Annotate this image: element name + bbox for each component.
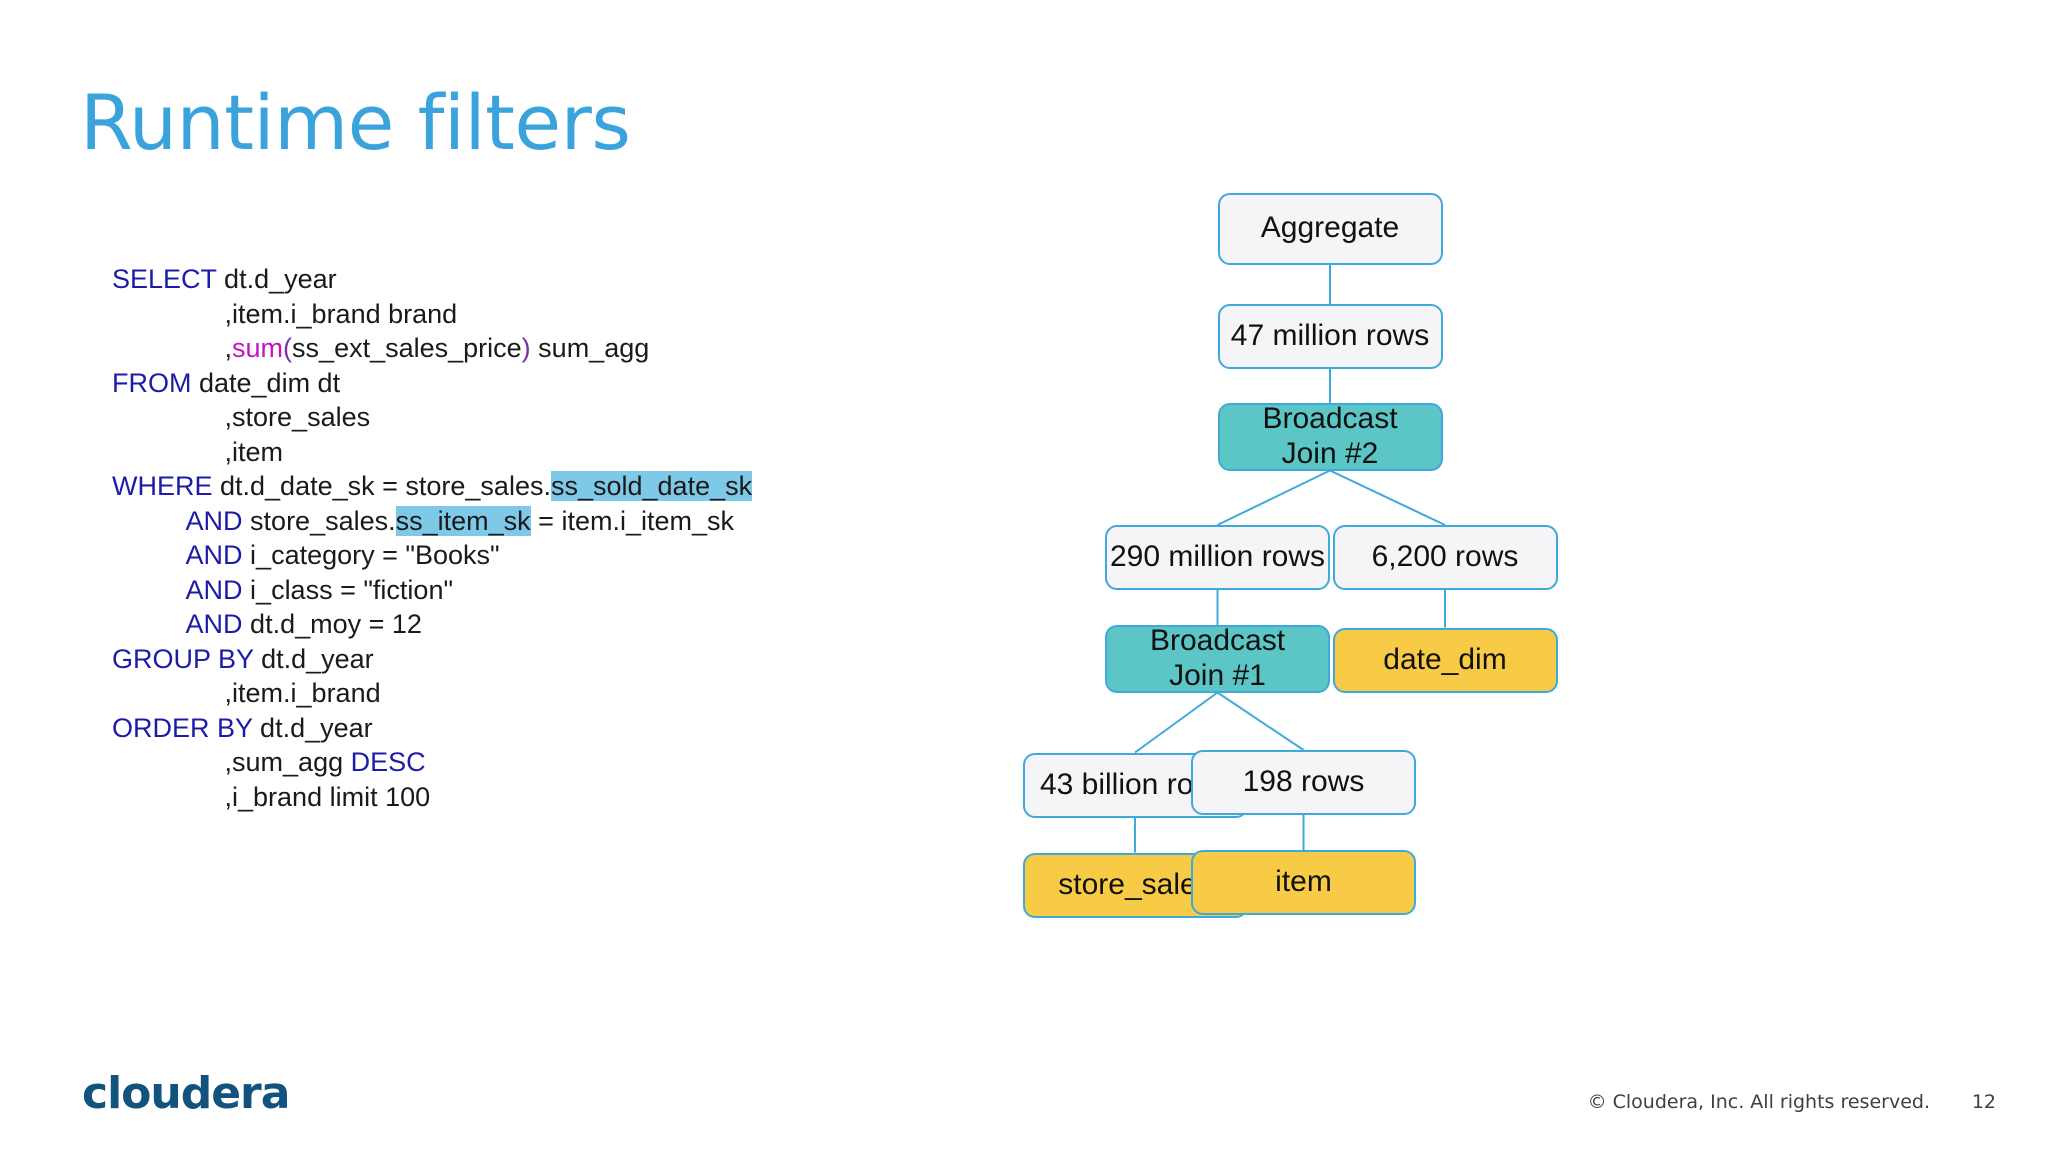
copyright-text: © Cloudera, Inc. All rights reserved. xyxy=(1587,1091,1930,1113)
tree-node-rows6200[interactable]: 6,200 rows xyxy=(1332,525,1558,590)
sql-token: ss_sold_date_sk xyxy=(550,471,753,501)
sql-line-ob_sumagg: ,sum_agg DESC xyxy=(112,745,752,780)
sql-token: ORDER BY xyxy=(112,712,253,743)
sql-token: ,sum_agg xyxy=(112,747,351,777)
sql-token: GROUP BY xyxy=(112,643,254,674)
sql-token: date_dim dt xyxy=(191,367,341,398)
sql-token: ,item.i_brand xyxy=(112,678,381,708)
sql-token: , xyxy=(112,333,233,363)
cloudera-logo: cloudera xyxy=(82,1068,290,1119)
sql-line-from: FROM date_dim dt xyxy=(112,366,752,401)
tree-node-rows198[interactable]: 198 rows xyxy=(1191,750,1416,815)
sql-query-block: SELECT dt.d_year ,item.i_brand brand ,su… xyxy=(112,262,753,815)
sql-token: ,item xyxy=(112,436,284,467)
sql-token: dt.d_moy = 12 xyxy=(242,609,422,639)
sql-token: dt.d_date_sk = store_sales. xyxy=(212,471,551,501)
sql-line-brand: ,item.i_brand brand xyxy=(112,297,752,332)
sql-line-ob_brand: ,i_brand limit 100 xyxy=(112,780,752,815)
sql-token: ,i_brand limit 100 xyxy=(112,781,431,812)
sql-token: AND xyxy=(185,574,243,605)
sql-line-store_sales: ,store_sales xyxy=(112,400,752,435)
sql-line-and_class: AND i_class = "fiction" xyxy=(112,573,752,608)
sql-line-orderby: ORDER BY dt.d_year xyxy=(112,711,752,746)
sql-token: AND xyxy=(185,609,243,639)
page-title: Runtime filters xyxy=(80,78,631,167)
tree-node-rows47m[interactable]: 47 million rows xyxy=(1217,304,1443,369)
sql-line-and_cat: AND i_category = "Books" xyxy=(112,538,752,573)
sql-line-select: SELECT dt.d_year xyxy=(112,262,752,297)
tree-edge-join1-rows198 xyxy=(1216,691,1305,751)
tree-edge-join2-rows290m xyxy=(1217,469,1331,526)
tree-node-date_dim[interactable]: date_dim xyxy=(1332,627,1558,693)
sql-token: dt.d_year xyxy=(252,712,373,743)
sql-token: ss_ext_sales_price xyxy=(292,333,522,363)
sql-token xyxy=(112,609,186,639)
sql-token: ss_item_sk xyxy=(395,505,531,536)
sql-token xyxy=(112,506,186,536)
tree-edge-join1-rows43b xyxy=(1134,691,1219,754)
tree-node-item[interactable]: item xyxy=(1191,850,1416,915)
sql-token: sum xyxy=(232,333,284,363)
sql-token: i_category = "Books" xyxy=(242,540,500,570)
sql-token xyxy=(112,575,186,605)
sql-token: i_class = "fiction" xyxy=(242,574,454,605)
tree-node-rows290m[interactable]: 290 million rows xyxy=(1105,525,1330,590)
sql-line-item: ,item xyxy=(112,435,752,470)
tree-node-join2[interactable]: Broadcast Join #2 xyxy=(1217,402,1443,471)
sql-token: AND xyxy=(185,505,243,536)
sql-token: ,item.i_brand brand xyxy=(112,298,458,329)
sql-token: ,store_sales xyxy=(112,402,371,432)
tree-edge-join2-rows6200 xyxy=(1329,469,1446,526)
sql-token: WHERE xyxy=(112,471,213,501)
tree-node-join1[interactable]: Broadcast Join #1 xyxy=(1105,624,1330,693)
sql-token xyxy=(112,540,186,570)
sql-line-where: WHERE dt.d_date_sk = store_sales.ss_sold… xyxy=(112,469,753,504)
sql-line-groupby: GROUP BY dt.d_year xyxy=(112,642,752,677)
sql-token: AND xyxy=(185,540,243,570)
sql-token: DESC xyxy=(350,747,426,777)
sql-line-gb_brand: ,item.i_brand xyxy=(112,676,752,711)
sql-token: SELECT xyxy=(112,264,217,294)
page-number: 12 xyxy=(1971,1091,1996,1113)
sql-token: dt.d_year xyxy=(216,264,337,294)
sql-line-sumagg: ,sum(ss_ext_sales_price) sum_agg xyxy=(112,331,752,366)
sql-line-and_item: AND store_sales.ss_item_sk = item.i_item… xyxy=(112,504,752,539)
sql-token: = item.i_item_sk xyxy=(530,505,734,536)
sql-token: ) xyxy=(521,333,531,363)
sql-token: store_sales. xyxy=(242,505,396,536)
sql-token: ( xyxy=(283,333,293,363)
sql-token: FROM xyxy=(112,367,192,398)
sql-token: dt.d_year xyxy=(253,643,374,674)
tree-node-aggregate[interactable]: Aggregate xyxy=(1217,192,1443,265)
sql-line-and_moy: AND dt.d_moy = 12 xyxy=(112,607,752,642)
sql-token: sum_agg xyxy=(530,333,650,363)
